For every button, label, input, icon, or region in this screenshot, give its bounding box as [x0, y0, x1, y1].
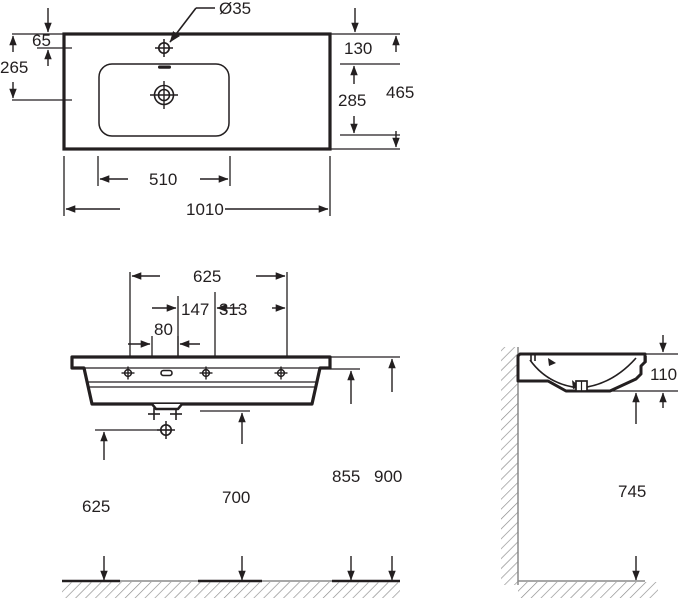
side-view-floor — [518, 580, 658, 598]
side-view-floor-hatch — [518, 582, 658, 598]
dim-745 — [585, 390, 645, 581]
dim-130-label: 130 — [344, 39, 372, 58]
side-view-curve-arrow-a — [548, 358, 556, 366]
dim-80-label: 80 — [154, 320, 173, 339]
dim-1010 — [63, 156, 331, 216]
front-view-basin-body — [70, 355, 332, 411]
dim-313 — [214, 292, 286, 356]
dim-465-label: 465 — [386, 83, 414, 102]
dim-900-label: 900 — [374, 467, 402, 486]
dim-625-vert — [95, 429, 170, 581]
dim-510-label: 510 — [149, 170, 177, 189]
front-view-basin-outline — [70, 355, 332, 406]
dim-65 — [12, 8, 72, 66]
front-view: 625 147 313 80 — [62, 267, 402, 598]
dim-110 — [645, 335, 678, 408]
dim-625-top-label: 625 — [193, 267, 221, 286]
dim-510 — [97, 156, 231, 186]
dim-1010-label: 1010 — [186, 200, 224, 219]
front-view-floor — [62, 579, 400, 598]
dim-465 — [330, 35, 400, 150]
dim-dia35-label: Ø35 — [219, 0, 251, 18]
dim-745-label: 745 — [618, 482, 646, 501]
dim-700 — [200, 410, 250, 581]
dim-65-label: 65 — [32, 31, 51, 50]
front-view-waste-bump — [150, 403, 184, 411]
dim-110-label: 110 — [650, 365, 677, 384]
diameter-leader — [169, 7, 215, 43]
dim-265 — [9, 35, 72, 101]
dim-900 — [330, 356, 400, 581]
dim-265-label: 265 — [0, 58, 28, 77]
dim-855-label: 855 — [332, 467, 360, 486]
top-view-overflow-slot — [158, 65, 171, 69]
dim-855 — [330, 368, 360, 581]
dim-285 — [340, 65, 400, 136]
dim-285-label: 285 — [338, 91, 366, 110]
dim-625-top — [129, 272, 288, 356]
side-view-basin-section — [516, 352, 647, 393]
dim-80 — [128, 336, 200, 356]
dim-130 — [330, 8, 400, 65]
dim-625-vert-label: 625 — [82, 497, 110, 516]
side-section-view: 110 745 — [501, 335, 678, 598]
front-view-floor-hatch — [62, 582, 400, 598]
dim-700-label: 700 — [222, 488, 250, 507]
top-view: Ø35 65 265 130 285 — [0, 0, 414, 219]
front-view-overflow-slot — [160, 369, 173, 377]
dim-147-label: 147 — [181, 300, 209, 319]
side-view-wall-hatch — [501, 347, 518, 585]
dim-313-label: 313 — [219, 300, 247, 319]
